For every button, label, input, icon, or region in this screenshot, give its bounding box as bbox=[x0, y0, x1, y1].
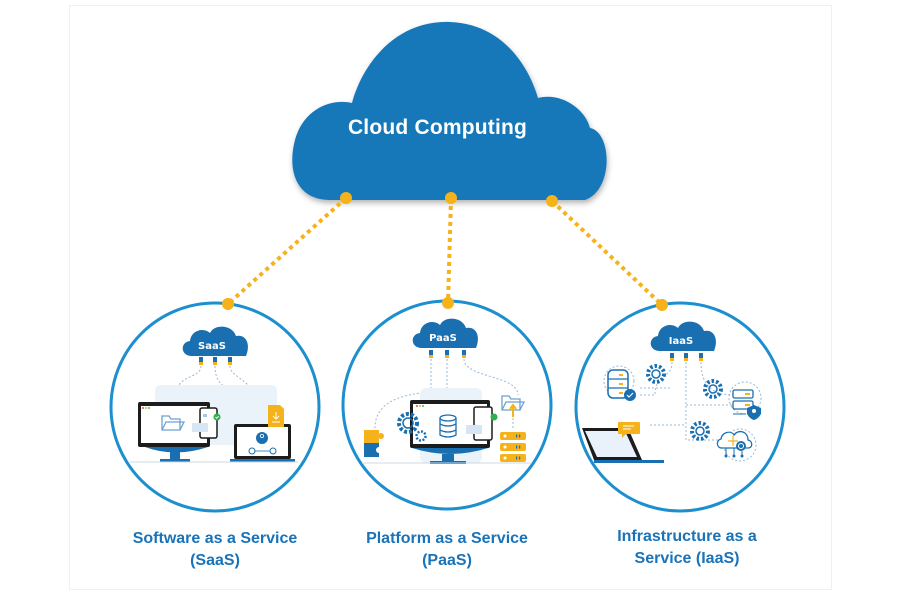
saas-cloud-icon: SaaS bbox=[182, 326, 248, 365]
saas-label-line2: (SaaS) bbox=[190, 552, 240, 569]
cloud-network-icon bbox=[716, 430, 753, 458]
gear-icon bbox=[646, 364, 666, 384]
download-document-icon bbox=[268, 405, 284, 427]
paas-label-line2: (PaaS) bbox=[422, 552, 472, 569]
folder-icon bbox=[161, 415, 186, 431]
paas-cloud-label: PaaS bbox=[429, 333, 457, 344]
connector-node bbox=[546, 195, 558, 207]
checkmark-icon bbox=[213, 413, 221, 421]
gears-icon bbox=[397, 412, 427, 442]
database-check-icon bbox=[607, 369, 636, 401]
smartphone-icon bbox=[466, 406, 493, 441]
connector-node bbox=[445, 192, 457, 204]
paas-circle: PaaS bbox=[341, 297, 553, 511]
saas-label: Software as a Service (SaaS) bbox=[95, 528, 335, 572]
saas-circle: SaaS bbox=[109, 298, 321, 513]
folder-upload-icon bbox=[501, 395, 526, 417]
database-icon bbox=[439, 414, 457, 438]
iaas-cloud-label: IaaS bbox=[669, 336, 693, 347]
connector-node bbox=[340, 192, 352, 204]
paas-label-line1: Platform as a Service bbox=[366, 530, 528, 547]
connector-iaas bbox=[546, 195, 668, 311]
saas-cloud-label: SaaS bbox=[198, 341, 226, 352]
diagram-frame bbox=[69, 5, 832, 590]
iaas-label-line1: Infrastructure as a bbox=[617, 528, 757, 545]
user-network-icon bbox=[248, 432, 277, 455]
desktop-monitor-icon bbox=[138, 402, 210, 462]
laptop-icon bbox=[582, 428, 664, 463]
connector-saas bbox=[222, 192, 352, 310]
server-stack-icon bbox=[500, 432, 526, 462]
server-security-icon bbox=[732, 389, 761, 420]
paas-label: Platform as a Service (PaaS) bbox=[327, 528, 567, 572]
iaas-circle: IaaS bbox=[574, 299, 786, 513]
connector-paas bbox=[442, 192, 457, 309]
paas-cloud-icon: PaaS bbox=[412, 318, 478, 358]
saas-label-line1: Software as a Service bbox=[132, 530, 298, 547]
main-title: Cloud Computing bbox=[347, 116, 528, 139]
iaas-label-line2: Service (IaaS) bbox=[634, 550, 740, 567]
gear-icon bbox=[690, 421, 710, 441]
iaas-cloud-icon: IaaS bbox=[650, 321, 716, 361]
chat-message-icon bbox=[618, 422, 640, 438]
main-cloud-icon bbox=[292, 21, 607, 200]
gear-icon bbox=[703, 379, 723, 399]
iaas-label: Infrastructure as a Service (IaaS) bbox=[567, 526, 807, 570]
smartphone-icon bbox=[192, 407, 218, 439]
puzzle-icon bbox=[364, 430, 384, 457]
checkmark-icon bbox=[490, 413, 498, 421]
